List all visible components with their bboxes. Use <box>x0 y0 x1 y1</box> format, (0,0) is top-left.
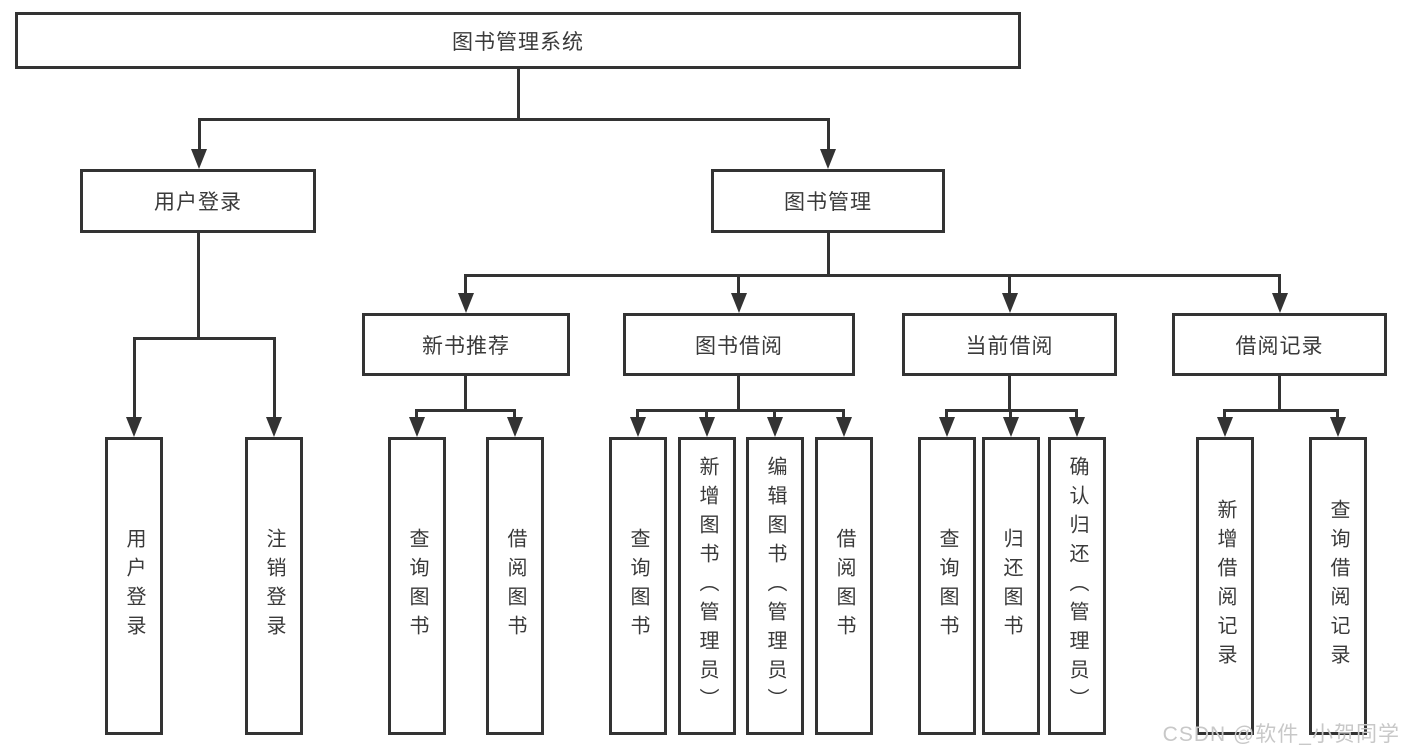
connector-line <box>1278 376 1281 412</box>
leaf-borrow-books-recommend: 借阅图书 <box>486 437 544 735</box>
leaf-query-books-recommend: 查询图书 <box>388 437 446 735</box>
arrowhead-down-icon <box>1217 417 1233 437</box>
leaf-return-books-label: 归还图书 <box>1000 528 1022 644</box>
connector-line <box>415 409 418 419</box>
node-user-login-label: 用户登录 <box>154 191 242 214</box>
connector-line <box>1336 409 1339 419</box>
leaf-add-borrow-record-label: 新增借阅记录 <box>1214 499 1236 673</box>
connector-line <box>705 409 708 419</box>
leaf-logout-label: 注销登录 <box>263 528 285 644</box>
leaf-logout: 注销登录 <box>245 437 303 735</box>
connector-line <box>197 233 200 340</box>
leaf-borrow-books-borrowing-label: 借阅图书 <box>833 528 855 644</box>
leaf-return-books: 归还图书 <box>982 437 1040 735</box>
connector-line <box>1008 376 1011 412</box>
arrowhead-down-icon <box>836 417 852 437</box>
arrowhead-down-icon <box>1330 417 1346 437</box>
connector-line <box>1008 274 1011 295</box>
leaf-query-borrow-record-label: 查询借阅记录 <box>1327 499 1349 673</box>
connector-line <box>464 376 467 412</box>
leaf-user-login-label: 用户登录 <box>123 528 145 644</box>
arrowhead-down-icon <box>630 417 646 437</box>
arrowhead-down-icon <box>266 417 282 437</box>
leaf-borrow-books-borrowing: 借阅图书 <box>815 437 873 735</box>
leaf-query-books-borrowing: 查询图书 <box>609 437 667 735</box>
node-borrow-records: 借阅记录 <box>1172 313 1387 376</box>
leaf-query-books-current: 查询图书 <box>918 437 976 735</box>
connector-line <box>773 409 776 419</box>
connector-line <box>737 376 740 412</box>
arrowhead-down-icon <box>1272 293 1288 313</box>
connector-line <box>464 274 1281 277</box>
connector-line <box>133 337 136 419</box>
node-book-management: 图书管理 <box>711 169 945 233</box>
connector-line <box>198 118 830 121</box>
connector-line <box>945 409 948 419</box>
arrowhead-down-icon <box>409 417 425 437</box>
connector-line <box>842 409 845 419</box>
leaf-confirm-return-admin: 确认归还（管理员） <box>1048 437 1106 735</box>
leaf-query-books-recommend-label: 查询图书 <box>406 528 428 644</box>
connector-line <box>827 118 830 151</box>
connector-line <box>1223 409 1339 412</box>
connector-line <box>133 337 276 340</box>
leaf-borrow-books-recommend-label: 借阅图书 <box>504 528 526 644</box>
arrowhead-down-icon <box>767 417 783 437</box>
connector-line <box>464 274 467 295</box>
leaf-query-borrow-record: 查询借阅记录 <box>1309 437 1367 735</box>
arrowhead-down-icon <box>191 149 207 169</box>
node-new-book-recommend-label: 新书推荐 <box>422 334 510 358</box>
node-library-system: 图书管理系统 <box>15 12 1021 69</box>
connector-line <box>513 409 516 419</box>
node-borrow-records-label: 借阅记录 <box>1235 334 1324 358</box>
connector-line <box>737 274 740 295</box>
connector-line <box>1278 274 1281 295</box>
arrowhead-down-icon <box>699 417 715 437</box>
node-book-management-label: 图书管理 <box>784 191 872 214</box>
leaf-user-login: 用户登录 <box>105 437 163 735</box>
connector-line <box>198 118 201 151</box>
arrowhead-down-icon <box>731 293 747 313</box>
arrowhead-down-icon <box>126 417 142 437</box>
leaf-add-book-admin-label: 新增图书（管理员） <box>696 455 718 717</box>
arrowhead-down-icon <box>820 149 836 169</box>
node-current-borrowing: 当前借阅 <box>902 313 1117 376</box>
node-user-login: 用户登录 <box>80 169 316 233</box>
connector-line <box>636 409 639 419</box>
leaf-query-books-borrowing-label: 查询图书 <box>627 528 649 644</box>
connector-line <box>273 337 276 419</box>
arrowhead-down-icon <box>1069 417 1085 437</box>
csdn-watermark: CSDN @软件_小贺同学 <box>1162 723 1400 746</box>
node-book-borrowing: 图书借阅 <box>623 313 855 376</box>
arrowhead-down-icon <box>1002 293 1018 313</box>
leaf-edit-book-admin-label: 编辑图书（管理员） <box>764 455 786 717</box>
leaf-query-books-current-label: 查询图书 <box>936 528 958 644</box>
connector-line <box>416 409 516 412</box>
arrowhead-down-icon <box>1003 417 1019 437</box>
connector-line <box>517 69 520 120</box>
leaf-add-book-admin: 新增图书（管理员） <box>678 437 736 735</box>
node-current-borrowing-label: 当前借阅 <box>965 334 1054 358</box>
connector-line <box>827 233 830 277</box>
arrowhead-down-icon <box>939 417 955 437</box>
leaf-confirm-return-admin-label: 确认归还（管理员） <box>1066 455 1088 717</box>
connector-line <box>1009 409 1012 419</box>
node-new-book-recommend: 新书推荐 <box>362 313 570 376</box>
node-library-system-label: 图书管理系统 <box>452 30 584 54</box>
arrowhead-down-icon <box>507 417 523 437</box>
arrowhead-down-icon <box>458 293 474 313</box>
node-book-borrowing-label: 图书借阅 <box>695 334 783 358</box>
leaf-add-borrow-record: 新增借阅记录 <box>1196 437 1254 735</box>
connector-line <box>1223 409 1226 419</box>
connector-line <box>637 409 845 412</box>
connector-line <box>1075 409 1078 419</box>
leaf-edit-book-admin: 编辑图书（管理员） <box>746 437 804 735</box>
